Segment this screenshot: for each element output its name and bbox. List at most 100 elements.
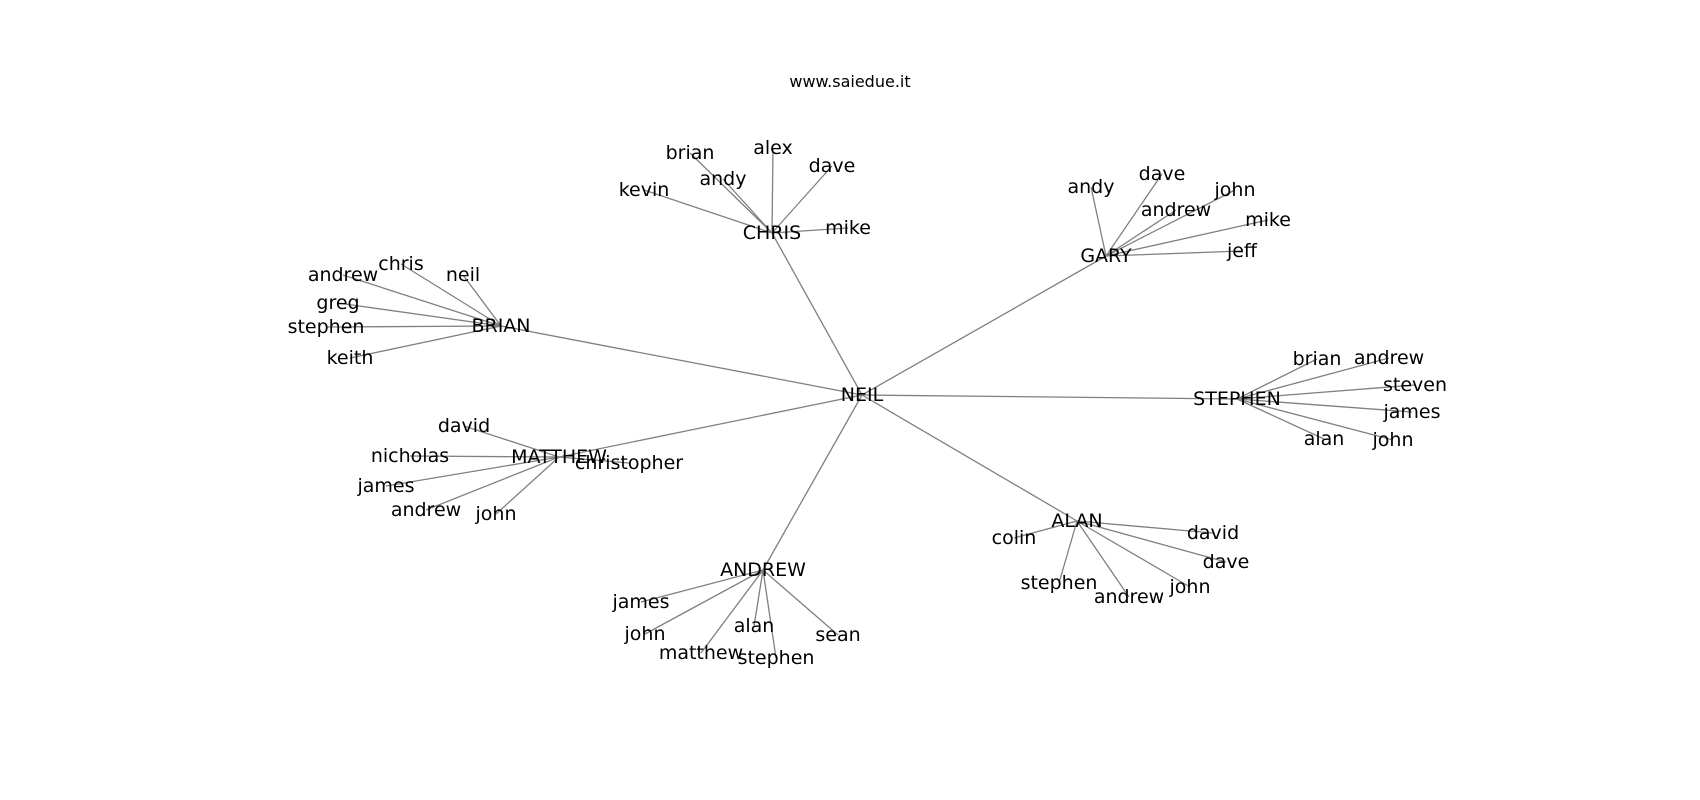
edge-center-hub bbox=[762, 394, 863, 571]
leaf-node-label: alex bbox=[753, 137, 793, 159]
edge-hub-leaf bbox=[762, 569, 777, 659]
leaf-node-label: kevin bbox=[619, 179, 670, 201]
leaf-node-label: james bbox=[1382, 401, 1440, 423]
edge-hub-leaf bbox=[722, 178, 773, 234]
edge-hub-leaf bbox=[400, 263, 502, 327]
leaf-node-label: dave bbox=[1203, 551, 1250, 573]
edge-hub-leaf bbox=[643, 189, 773, 234]
leaf-node-label: andrew bbox=[391, 499, 461, 521]
leaf-node-label: chris bbox=[378, 253, 423, 275]
edge-hub-leaf bbox=[558, 456, 630, 464]
edge-hub-leaf bbox=[1236, 384, 1416, 400]
leaf-node-label: stephen bbox=[1021, 572, 1098, 594]
leaf-node-label: nicholas bbox=[371, 445, 449, 467]
leaf-node-label: david bbox=[1187, 522, 1239, 544]
edge-center-hub bbox=[861, 255, 1107, 396]
hub-node-label: MATTHEW bbox=[511, 446, 607, 468]
leaf-node-label: john bbox=[1214, 179, 1256, 201]
leaf-node-label: andy bbox=[700, 168, 747, 190]
leaf-node-label: james bbox=[611, 591, 669, 613]
edge-hub-leaf bbox=[1105, 219, 1269, 257]
leaf-node-label: james bbox=[356, 475, 414, 497]
edge-hub-leaf bbox=[325, 325, 502, 328]
edge-hub-leaf bbox=[689, 152, 773, 234]
edge-center-hub bbox=[861, 394, 1238, 400]
edge-hub-leaf bbox=[771, 165, 833, 234]
leaf-node-label: keith bbox=[327, 347, 374, 369]
edge-center-hub bbox=[861, 394, 1078, 522]
leaf-node-label: andrew bbox=[1141, 199, 1211, 221]
diagram-title: www.saiedue.it bbox=[789, 72, 911, 91]
center-node-label: NEIL bbox=[841, 384, 884, 406]
edge-hub-leaf bbox=[1105, 173, 1163, 257]
leaf-node-label: stephen bbox=[288, 316, 365, 338]
leaf-node-label: matthew bbox=[659, 642, 743, 664]
edge-hub-leaf bbox=[1076, 520, 1214, 534]
edge-hub-leaf bbox=[762, 569, 839, 636]
edge-hub-leaf bbox=[700, 569, 764, 654]
edge-hub-leaf bbox=[1236, 398, 1325, 440]
edge-hub-leaf bbox=[771, 147, 774, 234]
leaf-node-label: dave bbox=[809, 155, 856, 177]
edge-hub-leaf bbox=[1076, 520, 1191, 588]
edge-hub-leaf bbox=[349, 325, 502, 359]
edge-hub-leaf bbox=[1076, 520, 1130, 598]
edge-hub-leaf bbox=[495, 456, 560, 515]
edge-hub-leaf bbox=[342, 274, 502, 327]
leaf-node-label: alan bbox=[734, 615, 775, 637]
edge-hub-leaf bbox=[640, 569, 764, 603]
leaf-node-label: john bbox=[475, 503, 517, 525]
edge-hub-leaf bbox=[771, 227, 849, 234]
edge-center-hub bbox=[500, 325, 863, 396]
edge-hub-leaf bbox=[385, 456, 560, 487]
edge-hub-leaf bbox=[1013, 520, 1078, 539]
edge-hub-leaf bbox=[462, 274, 502, 327]
leaf-node-label: colin bbox=[992, 527, 1037, 549]
edge-hub-leaf bbox=[1076, 520, 1227, 563]
edge-hub-leaf bbox=[1105, 189, 1236, 257]
edge-hub-leaf bbox=[1236, 357, 1390, 400]
edge-hub-leaf bbox=[1236, 398, 1394, 441]
hub-node-label: ANDREW bbox=[720, 559, 806, 581]
leaf-node-label: mike bbox=[825, 217, 871, 239]
leaf-node-label: sean bbox=[815, 624, 860, 646]
edge-hub-leaf bbox=[337, 302, 502, 327]
edge-hub-leaf bbox=[1105, 209, 1177, 257]
hub-node-label: ALAN bbox=[1051, 510, 1102, 532]
leaf-node-label: jeff bbox=[1226, 240, 1258, 262]
edge-hub-leaf bbox=[753, 569, 764, 627]
leaf-node-label: john bbox=[624, 623, 666, 645]
hub-node-label: GARY bbox=[1080, 245, 1132, 267]
leaf-node-label: andrew bbox=[1354, 347, 1424, 369]
edge-hub-leaf bbox=[409, 455, 560, 458]
edge-center-hub bbox=[771, 232, 863, 396]
hub-node-label: STEPHEN bbox=[1193, 388, 1281, 410]
leaf-node-label: neil bbox=[446, 264, 480, 286]
edge-hub-leaf bbox=[1105, 250, 1243, 257]
edges-layer bbox=[325, 147, 1416, 659]
edge-hub-leaf bbox=[425, 456, 560, 511]
leaf-node-label: greg bbox=[316, 292, 359, 314]
leaf-node-label: christopher bbox=[575, 452, 683, 474]
edge-hub-leaf bbox=[1236, 358, 1318, 400]
leaf-node-label: brian bbox=[1293, 348, 1342, 370]
edge-hub-leaf bbox=[1236, 398, 1413, 413]
edge-hub-leaf bbox=[1090, 186, 1107, 257]
leaf-node-label: john bbox=[1372, 429, 1414, 451]
leaf-node-label: andy bbox=[1068, 176, 1115, 198]
leaf-node-label: john bbox=[1169, 576, 1211, 598]
leaf-node-label: andrew bbox=[1094, 586, 1164, 608]
hub-node-label: BRIAN bbox=[471, 315, 530, 337]
leaf-node-label: david bbox=[438, 415, 490, 437]
leaf-node-label: brian bbox=[666, 142, 715, 164]
edge-hub-leaf bbox=[644, 569, 764, 635]
hub-node-label: CHRIS bbox=[743, 222, 801, 244]
leaf-node-label: mike bbox=[1245, 209, 1291, 231]
edge-hub-leaf bbox=[1058, 520, 1078, 584]
leaf-node-label: stephen bbox=[738, 647, 815, 669]
leaf-node-label: andrew bbox=[308, 264, 378, 286]
leaf-node-label: alan bbox=[1304, 428, 1345, 450]
leaf-node-label: steven bbox=[1383, 374, 1447, 396]
